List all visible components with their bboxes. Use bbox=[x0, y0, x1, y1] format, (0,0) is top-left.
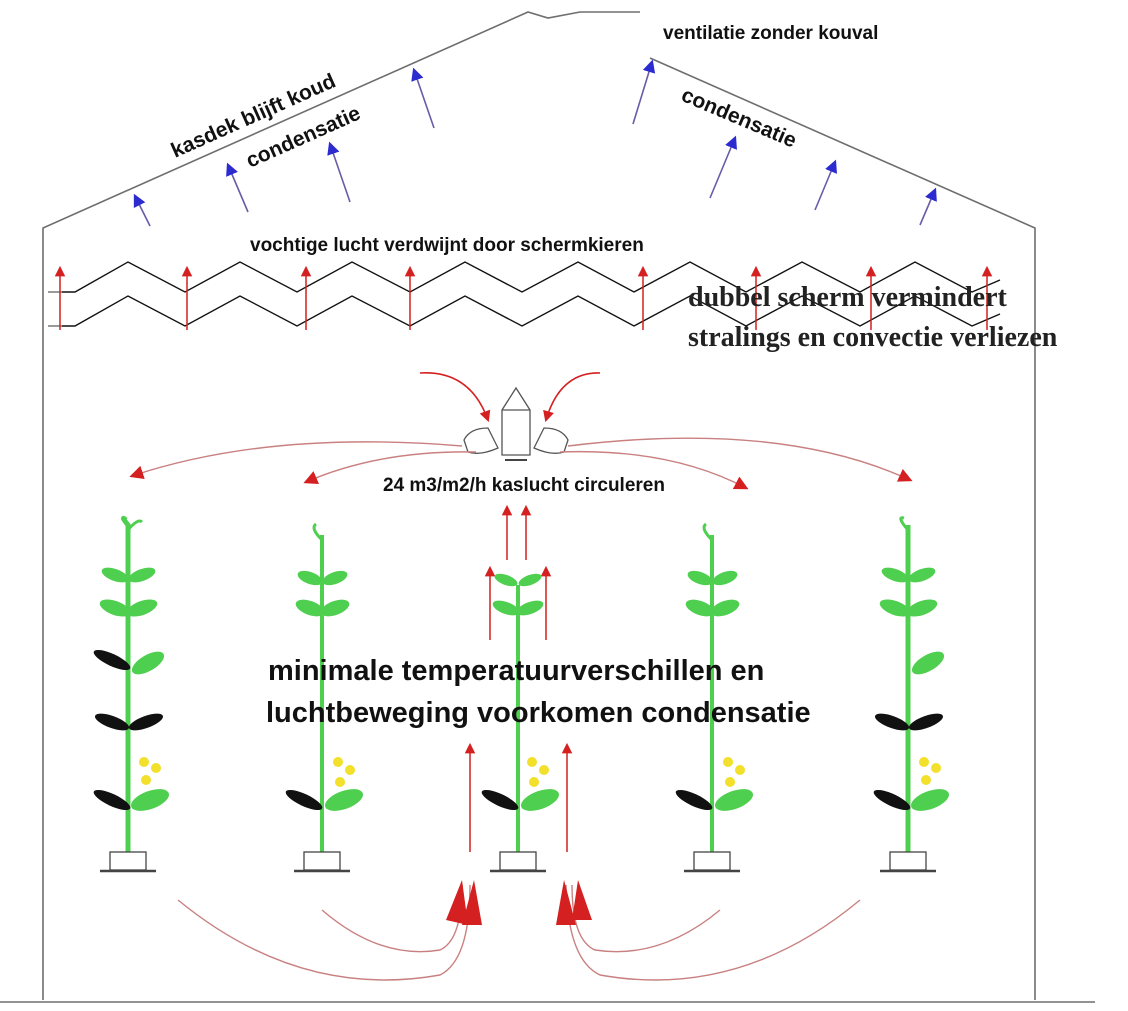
condensation-arrow bbox=[327, 141, 351, 203]
upper-screen bbox=[62, 261, 1001, 293]
greenhouse-frame bbox=[0, 11, 1095, 1003]
outflow-arrow-left bbox=[303, 451, 477, 484]
plant-icon bbox=[285, 522, 364, 852]
floor-arrowheads bbox=[446, 880, 592, 925]
condensation-arrow bbox=[632, 59, 656, 125]
outflow-arrow-far-right bbox=[567, 437, 913, 482]
condensation-arrow bbox=[814, 159, 837, 211]
condensation-arrow bbox=[226, 162, 249, 213]
plant-icon bbox=[481, 573, 560, 852]
fan-outflow bbox=[129, 437, 913, 490]
floor-loop-left-outer bbox=[177, 884, 471, 981]
condensation-arrow bbox=[411, 67, 435, 129]
floor-loop-right-outer bbox=[565, 884, 861, 981]
double-screen-label-line2: stralings en convectie verliezen bbox=[688, 322, 1058, 353]
plant-pot-icon bbox=[490, 851, 546, 873]
double-screen-label-line1: dubbel scherm vermindert bbox=[688, 282, 1008, 313]
plant-icon bbox=[93, 515, 170, 852]
plant-pot-icon bbox=[684, 851, 740, 873]
greenhouse-roof-right bbox=[649, 57, 1036, 1000]
ventilation-label: ventilatie zonder kouval bbox=[663, 23, 878, 44]
floor-airflow bbox=[177, 884, 861, 981]
floor-loop-left-inner bbox=[321, 884, 463, 953]
plant-icon bbox=[873, 516, 950, 852]
plant-pot-icon bbox=[294, 851, 350, 873]
screen-gap-arrows bbox=[54, 265, 993, 330]
greenhouse-roof-left bbox=[42, 11, 640, 1000]
condensation-label-right: condensatie bbox=[678, 83, 800, 152]
outflow-arrow-far-left bbox=[129, 441, 463, 480]
condensation-arrow bbox=[919, 187, 937, 226]
circulation-label: 24 m3/m2/h kaslucht circuleren bbox=[383, 475, 665, 496]
conclusion-label-line2: luchtbeweging voorkomen condensatie bbox=[266, 697, 811, 729]
intake-arrow-right bbox=[543, 372, 601, 423]
conclusion-label-line1: minimale temperatuurverschillen en bbox=[268, 655, 764, 687]
outflow-arrow-right bbox=[559, 450, 749, 490]
plant-icon bbox=[675, 522, 754, 852]
plant-pot-icon bbox=[880, 851, 936, 873]
circulation-fan-icon bbox=[463, 386, 569, 461]
central-upward-arrows bbox=[464, 504, 573, 852]
plant-pot-icon bbox=[100, 851, 156, 873]
intake-arrow-left bbox=[419, 372, 491, 423]
lower-screen bbox=[62, 295, 1001, 327]
condensation-arrow bbox=[133, 193, 151, 227]
plant-row bbox=[93, 515, 950, 852]
condensation-arrows bbox=[133, 59, 937, 227]
fan-airflow bbox=[419, 372, 601, 423]
floor-loop-right-inner bbox=[571, 884, 721, 953]
plant-pots bbox=[100, 851, 936, 873]
humid-air-label: vochtige lucht verdwijnt door schermkier… bbox=[250, 235, 644, 256]
condensation-arrow bbox=[709, 135, 737, 199]
